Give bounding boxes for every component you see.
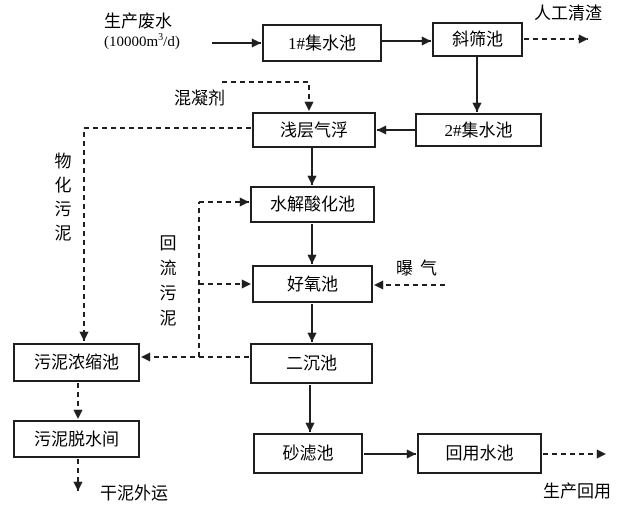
- box-reuse-water-tank: 回用水池: [417, 433, 542, 474]
- arrow-physchem-sludge-flotation-to-thickener: [79, 127, 251, 341]
- box-secondary-sedimentation-tank: 二沉池: [250, 343, 373, 384]
- box-hydrolysis-acidification-tank-label: 水解酸化池: [270, 195, 355, 214]
- box-collection-tank-2-label: 2#集水池: [444, 120, 513, 140]
- box-sludge-thickening-tank-label: 污泥浓缩池: [34, 353, 119, 372]
- manual-slag-removal-label: 人工清渣: [534, 4, 602, 23]
- box-inclined-screen-tank: 斜筛池: [432, 22, 523, 57]
- box-reuse-water-tank-label: 回用水池: [445, 444, 514, 463]
- box-sludge-dewatering-room-label: 污泥脱水间: [34, 429, 119, 449]
- arrow-coagulant-to-flotation: [222, 81, 314, 111]
- return-sludge-label: 回流污泥: [159, 234, 177, 328]
- influent-label: 生产废水 (10000m3/d): [104, 12, 180, 51]
- coagulant-label: 混凝剂: [174, 89, 225, 108]
- box-secondary-sedimentation-tank-label: 二沉池: [286, 354, 337, 373]
- box-sludge-dewatering-room: 污泥脱水间: [13, 420, 140, 458]
- box-sludge-thickening-tank: 污泥浓缩池: [13, 343, 140, 382]
- dry-sludge-outbound-label: 干泥外运: [100, 484, 168, 503]
- box-sand-filter-tank: 砂滤池: [253, 433, 363, 474]
- box-hydrolysis-acidification-tank: 水解酸化池: [250, 186, 375, 223]
- physicochemical-sludge-label: 物化污泥: [54, 152, 72, 243]
- box-aerobic-tank-label: 好氧池: [287, 274, 338, 294]
- box-shallow-air-flotation: 浅层气浮: [252, 112, 376, 148]
- box-collection-tank-1: 1#集水池: [262, 24, 382, 62]
- box-inclined-screen-tank-label: 斜筛池: [452, 30, 503, 49]
- production-reuse-label: 生产回用: [543, 482, 611, 501]
- box-sand-filter-tank-label: 砂滤池: [282, 444, 334, 463]
- box-collection-tank-1-label: 1#集水池: [288, 33, 356, 53]
- box-shallow-air-flotation-label: 浅层气浮: [280, 120, 348, 140]
- influent-name: 生产废水: [104, 12, 172, 31]
- influent-flow-rate: (10000m3/d): [104, 32, 180, 51]
- box-aerobic-tank: 好氧池: [252, 265, 373, 303]
- aeration-label: 曝气: [396, 259, 444, 278]
- box-collection-tank-2: 2#集水池: [415, 113, 542, 147]
